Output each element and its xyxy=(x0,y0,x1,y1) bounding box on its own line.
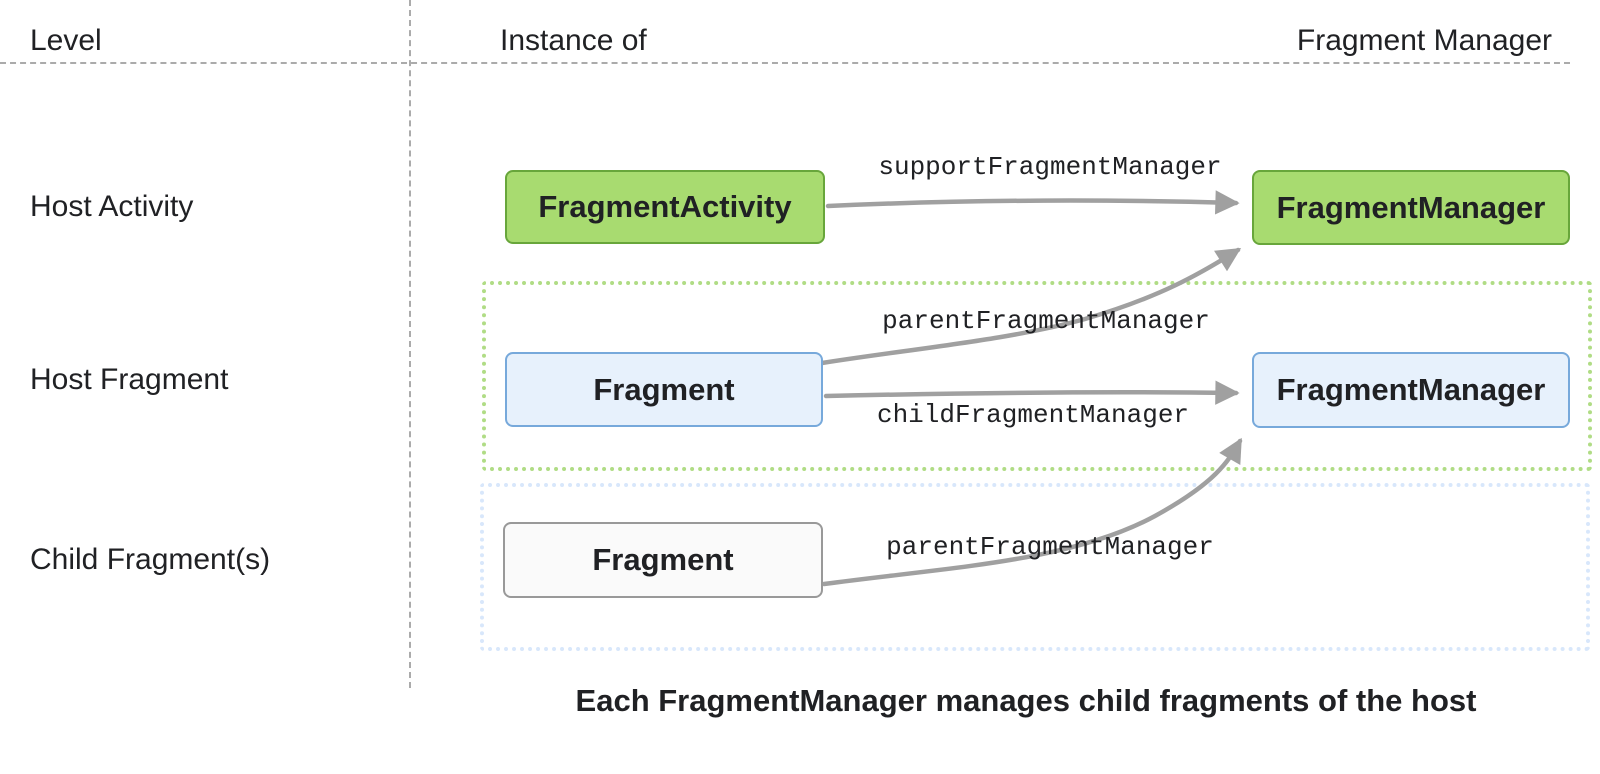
column-divider-dashed-line xyxy=(409,0,411,688)
node-child-fragment: Fragment xyxy=(503,522,823,598)
node-fragment-fragment-manager: FragmentManager xyxy=(1252,352,1570,428)
arrow-support-fragment-manager xyxy=(825,190,1240,215)
node-activity-fragment-manager: FragmentManager xyxy=(1252,170,1570,245)
row-label-host-activity: Host Activity xyxy=(30,190,194,223)
header-fragment-manager: Fragment Manager xyxy=(1296,24,1552,57)
header-divider-dashed-line xyxy=(0,62,1570,64)
edge-label-child-fragment-manager: childFragmentManager xyxy=(876,400,1190,430)
header-instance-of: Instance of xyxy=(500,24,647,57)
node-fragment-activity: FragmentActivity xyxy=(505,170,825,244)
diagram-caption: Each FragmentManager manages child fragm… xyxy=(575,683,1477,718)
header-level: Level xyxy=(30,24,102,57)
row-label-host-fragment: Host Fragment xyxy=(30,363,229,396)
edge-label-parent-fragment-manager-host: parentFragmentManager xyxy=(882,306,1210,336)
node-host-fragment: Fragment xyxy=(505,352,823,427)
edge-label-support-fragment-manager: supportFragmentManager xyxy=(878,152,1222,182)
edge-label-parent-fragment-manager-child: parentFragmentManager xyxy=(886,532,1214,562)
row-label-child-fragments: Child Fragment(s) xyxy=(30,543,271,576)
